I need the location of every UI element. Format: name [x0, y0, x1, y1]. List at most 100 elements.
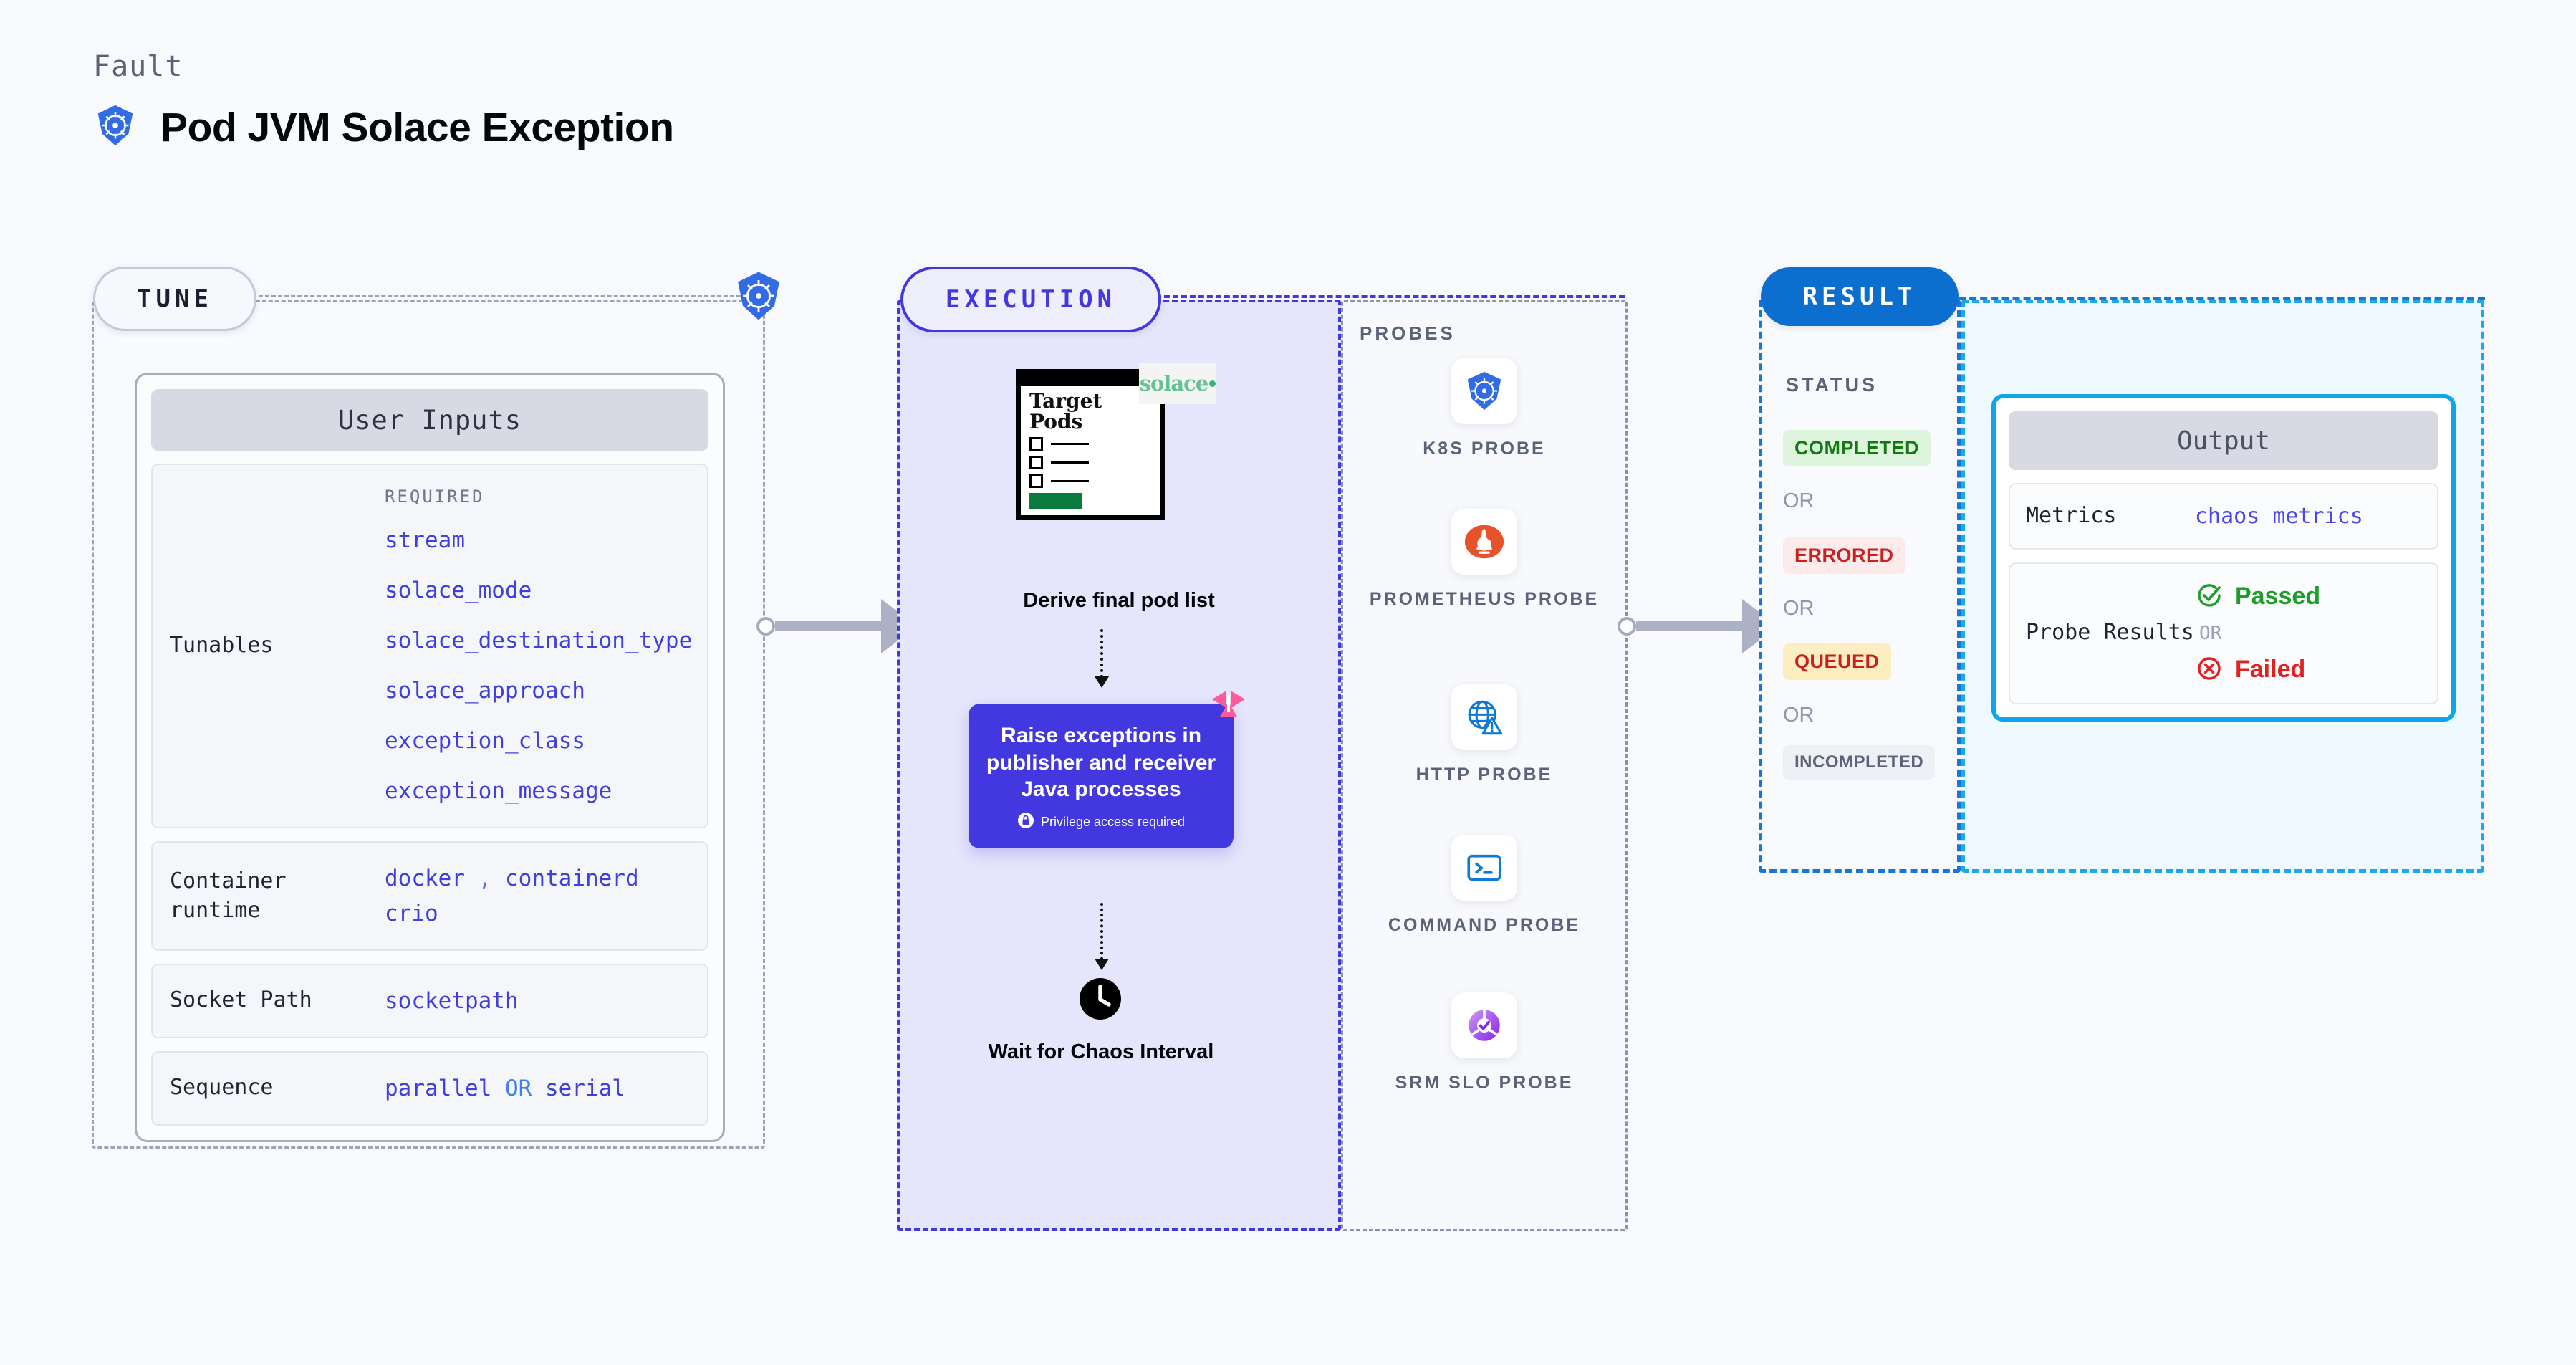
probe-http[interactable]: HTTP PROBE — [1341, 684, 1628, 789]
probe-prometheus[interactable]: PROMETHEUS PROBE — [1341, 509, 1628, 613]
metrics-row: Metrics chaos metrics — [2009, 483, 2438, 550]
probe-results-values: Passed OR Failed — [2195, 581, 2320, 686]
document-title-line1: Target — [1029, 389, 1102, 413]
tune-stage-container — [92, 300, 765, 1149]
document-checklist-item — [1029, 474, 1160, 488]
solace-wordmark: solace — [1139, 371, 1209, 396]
arrow-derive-to-raise — [1095, 629, 1109, 689]
result-top-dash — [1959, 297, 2485, 300]
probe-srm-slo[interactable]: SRM SLO PROBE — [1341, 992, 1628, 1097]
target-pods-document: Target Pods solace — [1016, 363, 1216, 520]
runtime-separator: , — [478, 866, 492, 892]
arrow-line — [1100, 903, 1103, 960]
document-title-line2: Pods — [1029, 410, 1083, 434]
privilege-note-row: Privilege access required — [984, 812, 1218, 833]
tune-stage-pill[interactable]: TUNE — [93, 267, 256, 331]
status-title: STATUS — [1786, 374, 1878, 396]
checkbox-icon — [1029, 474, 1043, 488]
sequence-row: Sequence parallel OR serial — [151, 1050, 708, 1126]
kubernetes-icon — [93, 103, 138, 151]
sequence-parallel[interactable]: parallel — [385, 1075, 492, 1101]
document-green-bar — [1029, 492, 1082, 509]
raise-exceptions-action[interactable]: Raise exceptions in publisher and receiv… — [969, 691, 1245, 848]
socket-path-label: Socket Path — [170, 987, 312, 1013]
passed-label: Passed — [2235, 583, 2321, 610]
probe-result-passed: Passed — [2195, 581, 2320, 613]
tunables-row: Tunables REQUIRED stream solace_mode sol… — [151, 464, 708, 829]
required-note: REQUIRED — [385, 487, 485, 507]
tunable-solace-approach[interactable]: solace_approach — [385, 678, 585, 704]
execution-stage-pill[interactable]: EXECUTION — [900, 267, 1161, 332]
derive-pod-list-caption: Derive final pod list — [1023, 589, 1215, 612]
probe-label: PROMETHEUS PROBE — [1369, 589, 1600, 609]
title-row: Pod JVM Solace Exception — [93, 103, 674, 151]
sequence-values: parallel OR serial — [385, 1071, 625, 1106]
result-stage-pill[interactable]: RESULT — [1761, 267, 1959, 326]
probe-result-or: OR — [2199, 622, 2222, 644]
text-rule — [1051, 461, 1089, 464]
document-checklist-item — [1029, 455, 1160, 469]
clock-icon — [1079, 977, 1122, 1020]
page-header: Fault — [93, 50, 674, 151]
tunable-solace-mode[interactable]: solace_mode — [385, 578, 532, 604]
srm-slo-icon — [1451, 992, 1517, 1058]
probe-command[interactable]: COMMAND PROBE — [1341, 835, 1628, 939]
container-runtime-row: Container runtime docker , containerd cr… — [151, 841, 708, 951]
probe-results-label: Probe Results — [2026, 620, 2194, 646]
checkbox-icon — [1029, 455, 1043, 469]
status-or-1: OR — [1783, 489, 1815, 512]
tune-top-dash — [252, 295, 754, 297]
output-card: Output Metrics chaos metrics Probe Resul… — [1991, 394, 2456, 722]
solace-dot-icon — [1209, 380, 1216, 387]
text-rule — [1051, 479, 1089, 482]
checkbox-icon — [1029, 436, 1043, 451]
solace-logo: solace — [1139, 363, 1216, 404]
tunable-solace-destination-type[interactable]: solace_destination_type — [385, 628, 693, 654]
status-or-2: OR — [1783, 597, 1815, 620]
tunable-stream[interactable]: stream — [385, 527, 465, 554]
arrow-tip — [1095, 676, 1109, 688]
tunables-label: Tunables — [170, 633, 274, 658]
lock-icon — [1017, 812, 1034, 833]
runtime-crio[interactable]: crio — [385, 900, 438, 926]
wait-chaos-interval-caption: Wait for Chaos Interval — [988, 1040, 1214, 1063]
metrics-value[interactable]: chaos metrics — [2195, 503, 2363, 529]
container-runtime-label: Container runtime — [170, 868, 287, 923]
probe-k8s[interactable]: K8S PROBE — [1341, 358, 1628, 463]
kubernetes-icon — [1451, 358, 1517, 424]
socket-path-value[interactable]: socketpath — [385, 987, 519, 1014]
arrow-raise-to-wait — [1095, 903, 1109, 972]
runtime-containerd[interactable]: containerd — [505, 866, 639, 892]
status-or-3: OR — [1783, 704, 1815, 727]
socket-path-row: Socket Path socketpath — [151, 963, 708, 1038]
sequence-or: OR — [504, 1075, 532, 1101]
text-rule — [1051, 442, 1089, 445]
tunable-exception-message[interactable]: exception_message — [385, 778, 612, 805]
tunables-values: REQUIRED stream solace_mode solace_desti… — [385, 484, 692, 808]
failed-label: Failed — [2235, 656, 2306, 683]
connector-start-dot — [756, 617, 775, 636]
privilege-note-text: Privilege access required — [1040, 814, 1186, 829]
status-badge-queued: QUEUED — [1783, 643, 1891, 680]
kubernetes-icon — [732, 269, 785, 322]
probe-label: K8S PROBE — [1423, 439, 1546, 459]
page-title: Pod JVM Solace Exception — [160, 104, 674, 150]
status-badge-errored: ERRORED — [1783, 537, 1905, 574]
probes-panel — [1341, 300, 1628, 1231]
probes-title: PROBES — [1360, 322, 1456, 344]
probe-label: SRM SLO PROBE — [1395, 1073, 1574, 1093]
globe-warning-icon — [1451, 684, 1517, 750]
sequence-serial[interactable]: serial — [544, 1075, 625, 1101]
connector-bar — [775, 621, 883, 631]
status-badge-completed: COMPLETED — [1783, 430, 1931, 466]
tunable-exception-class[interactable]: exception_class — [385, 728, 585, 755]
output-title: Output — [2009, 411, 2438, 470]
check-circle-icon — [2195, 581, 2224, 613]
raise-exceptions-text: Raise exceptions in publisher and receiv… — [986, 724, 1216, 801]
container-runtime-values: docker , containerd crio — [385, 861, 639, 930]
document-title: Target Pods — [1029, 391, 1160, 433]
runtime-docker[interactable]: docker — [385, 866, 465, 892]
arrow-line — [1100, 629, 1103, 678]
connector-start-dot — [1618, 617, 1636, 636]
connector-bar — [1636, 621, 1744, 631]
